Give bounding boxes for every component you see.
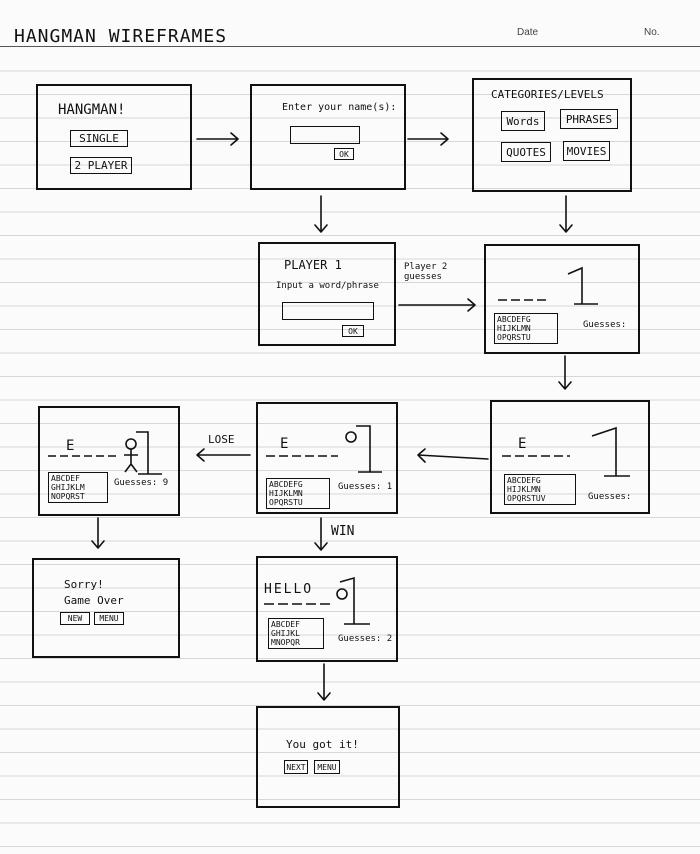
screen-win: You got it! NEXT MENU: [256, 706, 400, 808]
revealed-letter: E: [518, 436, 527, 452]
arrow-categories-to-game: [559, 195, 573, 233]
quotes-button[interactable]: QUOTES: [501, 142, 551, 162]
screen-game-start: ABCDEFG HIJKLMN OPQRSTU Guesses:: [484, 244, 640, 354]
guesses-counter: Guesses:: [588, 492, 632, 502]
letter-keyboard[interactable]: ABCDEFG HIJKLMN OPQRSTU: [494, 313, 558, 344]
name-prompt: Enter your name(s):: [282, 102, 397, 113]
categories-title: CATEGORIES/LEVELS: [491, 88, 604, 101]
player1-title: PLAYER 1: [284, 258, 342, 272]
guessed-word: HELLO: [264, 582, 314, 597]
next-button[interactable]: NEXT: [284, 760, 308, 774]
page-header: HANGMAN WIREFRAMES Date No.: [0, 0, 700, 47]
screen-enter-name: Enter your name(s): OK: [250, 84, 406, 190]
letter-keyboard[interactable]: ABCDEFG HIJKLMN OPQRSTUV: [504, 474, 576, 505]
menu-button[interactable]: MENU: [94, 612, 124, 625]
gallows-icon: [498, 266, 598, 305]
win-label: WIN: [331, 524, 355, 539]
word-input[interactable]: [282, 302, 374, 320]
name-input[interactable]: [290, 126, 360, 144]
movies-button[interactable]: MOVIES: [563, 141, 610, 161]
words-button[interactable]: Words: [501, 111, 545, 131]
screen-categories: CATEGORIES/LEVELS Words PHRASES QUOTES M…: [472, 78, 632, 192]
screen-game-mid: E ABCDEFG HIJKLMN OPQRSTU Guesses: 1: [256, 402, 398, 514]
arrow-name-to-categories: [407, 132, 449, 146]
win-message: You got it!: [286, 738, 359, 751]
name-ok-button[interactable]: OK: [334, 148, 354, 160]
letter-keyboard[interactable]: ABCDEF GHIJKL MNOPQR: [268, 618, 324, 649]
letter-keyboard[interactable]: ABCDEF GHIJKLM NOPQRST: [48, 472, 108, 503]
date-label: Date: [517, 27, 539, 38]
revealed-letter: E: [66, 438, 75, 454]
arrow-lost-to-game-over: [91, 517, 105, 549]
guesses-counter: Guesses: 2: [338, 634, 393, 644]
two-player-button[interactable]: 2 PLAYER: [70, 157, 132, 174]
number-label: No.: [644, 27, 660, 38]
guesses-counter: Guesses: 1: [338, 482, 393, 492]
hanged-man-icon: [48, 431, 162, 475]
gallows-icon: [266, 425, 382, 473]
arrow-win: [314, 517, 328, 551]
screen-player1: PLAYER 1 Input a word/phrase OK: [258, 242, 396, 346]
guesses-counter: Guesses:: [583, 320, 627, 330]
player1-prompt: Input a word/phrase: [276, 281, 379, 291]
screen-game-over: Sorry! Game Over NEW MENU: [32, 558, 180, 658]
player2-guesses-label: Player 2 guesses: [404, 262, 448, 282]
arrow-lose: [196, 448, 251, 462]
arrow-name-to-player1: [314, 195, 328, 233]
arrow-player1-to-game: [398, 298, 476, 312]
guesses-counter: Guesses: 9: [114, 478, 169, 488]
sorry-text: Sorry!: [64, 578, 104, 591]
game-over-text: Game Over: [64, 594, 124, 607]
screen-game-progress: E ABCDEFG HIJKLMN OPQRSTUV Guesses:: [490, 400, 650, 514]
phrases-button[interactable]: PHRASES: [560, 109, 618, 129]
screen-game-won: HELLO ABCDEF GHIJKL MNOPQR Guesses: 2: [256, 556, 398, 662]
arrow-won-to-win: [317, 663, 331, 701]
arrow-game-to-progress: [558, 355, 572, 390]
page-title: HANGMAN WIREFRAMES: [14, 26, 228, 47]
arrow-start-to-name: [196, 132, 239, 146]
revealed-letter: E: [280, 436, 289, 452]
screen-game-lost: E ABCDEF GHIJKLM NOPQRST Guesses: 9: [38, 406, 180, 516]
lose-label: LOSE: [208, 433, 235, 446]
screen-start: HANGMAN! SINGLE 2 PLAYER: [36, 84, 192, 190]
menu-button[interactable]: MENU: [314, 760, 340, 774]
letter-keyboard[interactable]: ABCDEFG HIJKLMN OPQRSTU: [266, 478, 330, 509]
single-player-button[interactable]: SINGLE: [70, 130, 128, 147]
gallows-icon: [502, 426, 630, 477]
player1-ok-button[interactable]: OK: [342, 325, 364, 337]
new-game-button[interactable]: NEW: [60, 612, 90, 625]
start-title: HANGMAN!: [58, 102, 126, 118]
gallows-icon: [264, 576, 370, 625]
arrow-progress-to-mid: [417, 448, 489, 463]
